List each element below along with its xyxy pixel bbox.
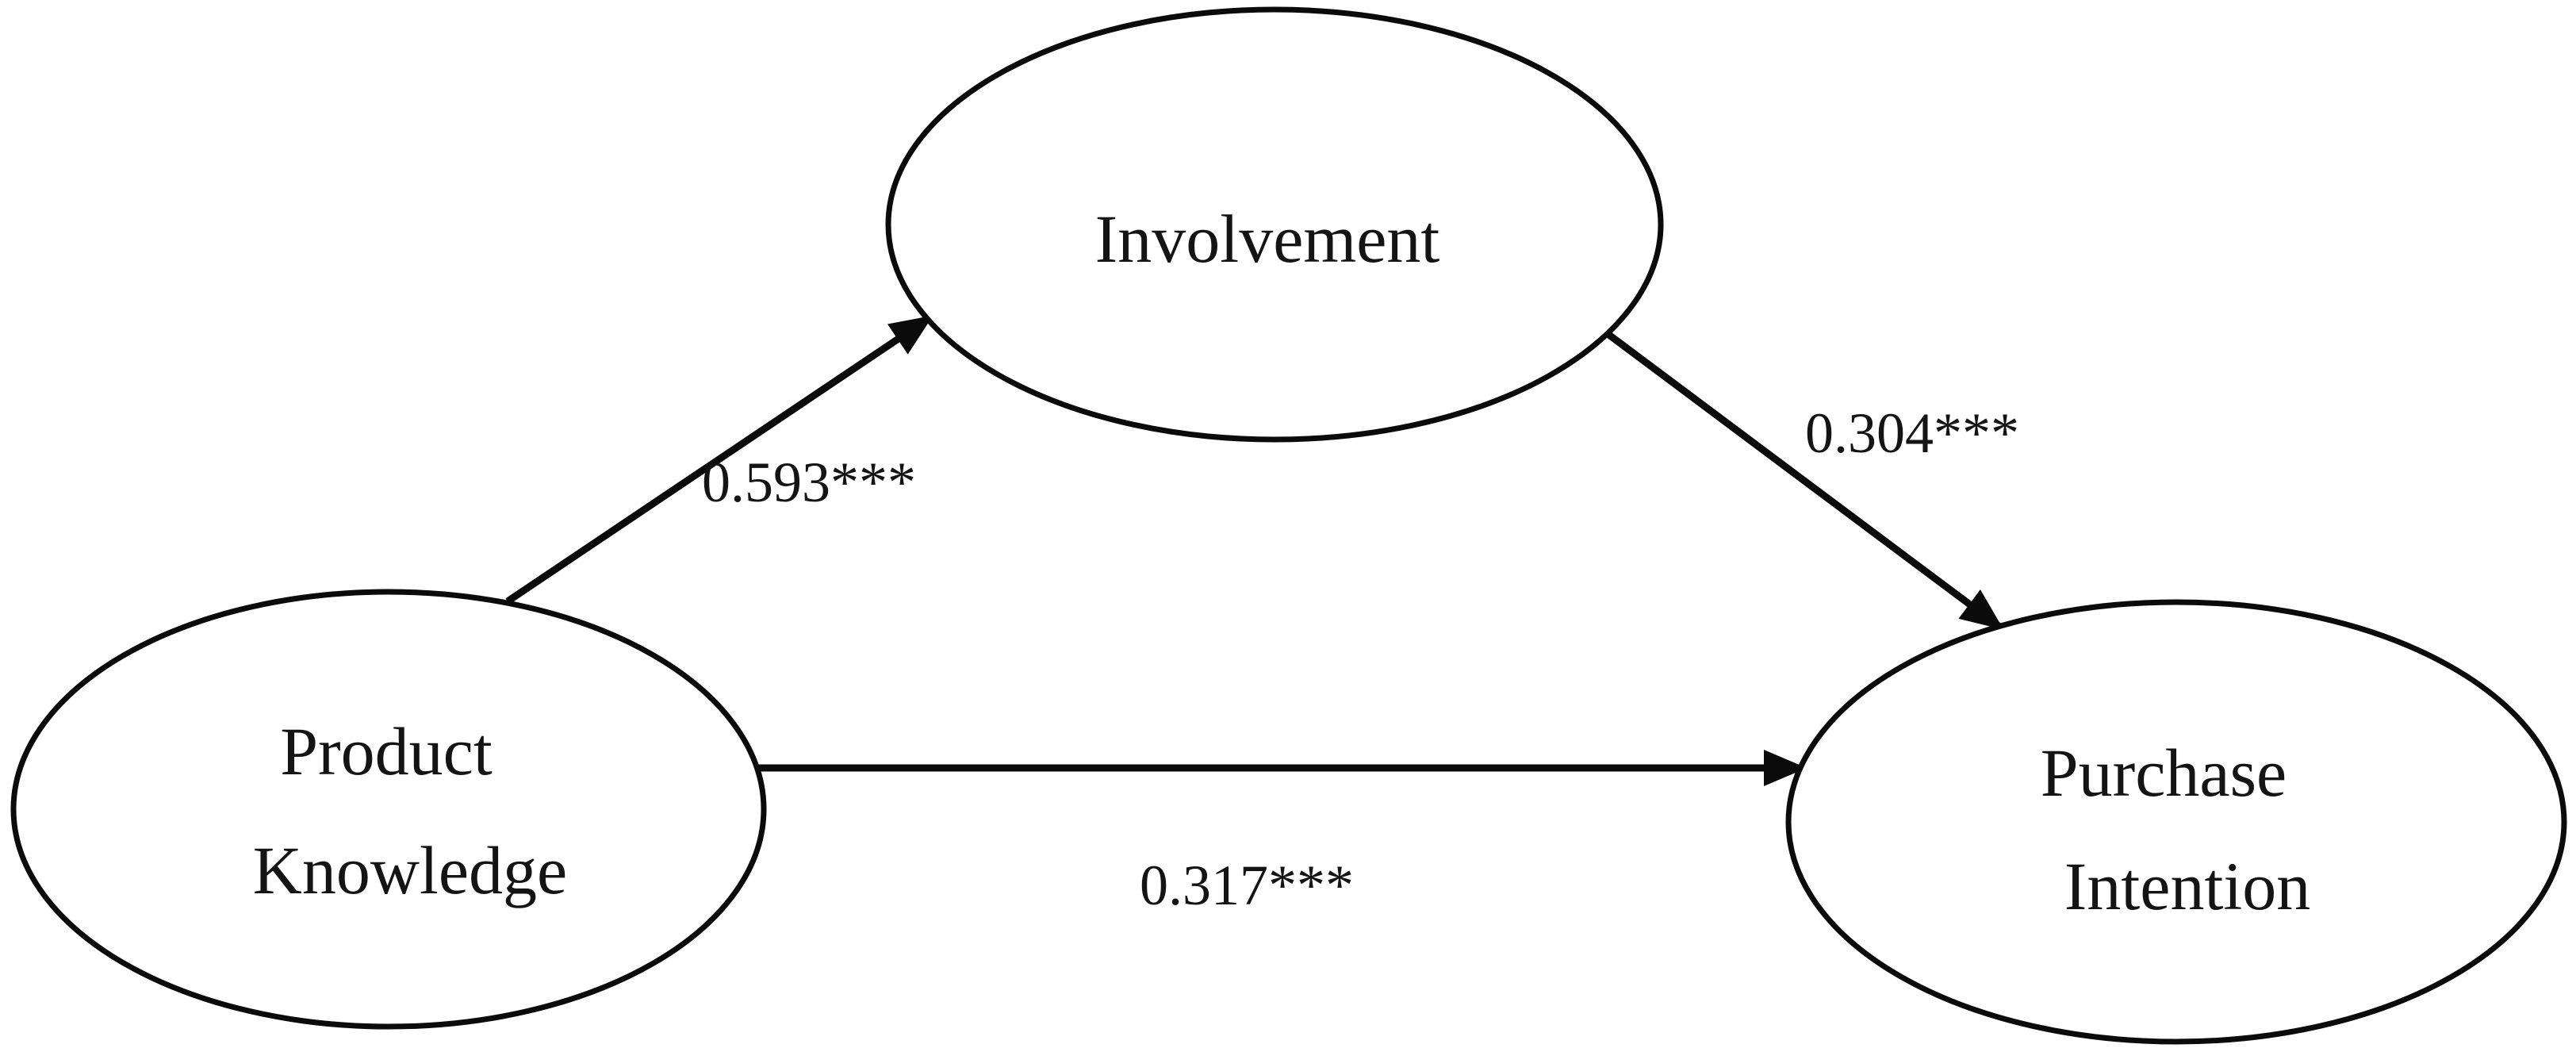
edge-product-knowledge-to-involvement: [505, 315, 933, 605]
purchase-intention-label-line2: Intention: [2064, 848, 2311, 924]
node-purchase-intention: Purchase Intention: [1785, 599, 2567, 1045]
edge-involvement-to-purchase-intention: [1604, 330, 2004, 630]
coefficient-label-pk-involvement: 0.593***: [702, 451, 916, 514]
involvement-ellipse: [885, 6, 1664, 443]
purchase-intention-label-line1: Purchase: [2041, 735, 2287, 811]
coefficient-label-involvement-pi: 0.304***: [1805, 401, 2019, 465]
involvement-label: Involvement: [1095, 201, 1440, 277]
edge-arrow-involvement-pi: [1604, 330, 2004, 630]
coefficient-label-pk-pi: 0.317***: [1140, 854, 1354, 917]
node-product-knowledge: Product Knowledge: [10, 589, 767, 1030]
product-knowledge-ellipse: [10, 589, 767, 1030]
product-knowledge-label-line2: Knowledge: [253, 832, 567, 908]
edge-arrow-pk-involvement: [505, 315, 933, 605]
product-knowledge-label-line1: Product: [280, 713, 493, 789]
purchase-intention-ellipse: [1785, 599, 2567, 1045]
node-involvement: Involvement: [885, 6, 1664, 443]
